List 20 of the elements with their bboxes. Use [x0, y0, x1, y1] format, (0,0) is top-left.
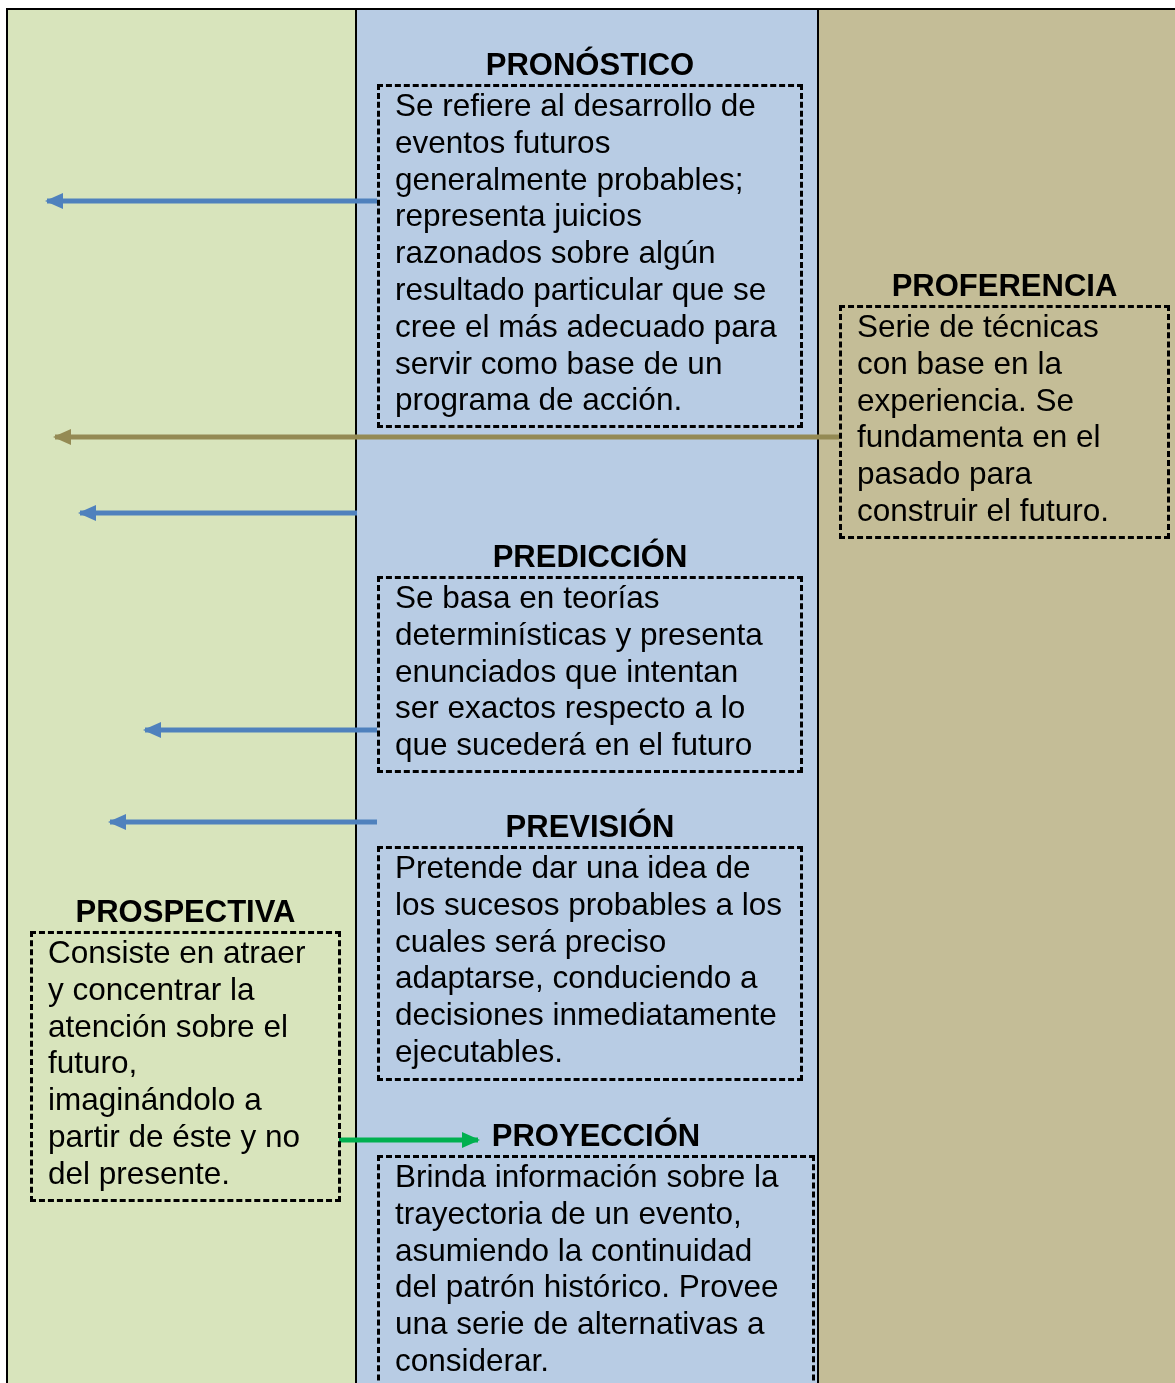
- box-heading: PROFERENCIA: [891, 267, 1118, 305]
- column-band: [6, 8, 357, 1383]
- arrow: [108, 814, 377, 830]
- column-band: [355, 8, 819, 1383]
- arrow: [143, 722, 377, 738]
- dashed-text-box: Se basa en teorías determinísticas y presenta enunciados que intentan ser exactos respecto a lo que sucederá en el futuro: [377, 576, 803, 773]
- box-heading: PROSPECTIVA: [75, 893, 296, 931]
- arrow: [45, 193, 377, 209]
- dashed-text-box: Consiste en atraer y concentrar la atención sobre el futuro, imaginándolo a partir de éste y no del presente.: [30, 931, 341, 1202]
- dashed-text-box: Se refiere al desarrollo de eventos futuros generalmente probables; representa juicios razonados sobre algún resultado particular que se cree el más adecuado para servir como base de un programa de acción.: [377, 84, 803, 428]
- box-heading: PREVISIÓN: [505, 808, 675, 846]
- box-heading: PRONÓSTICO: [485, 46, 695, 84]
- column-band: [817, 8, 1175, 1383]
- arrow: [78, 505, 357, 521]
- arrow: [339, 1132, 480, 1148]
- dashed-text-box: Serie de técnicas con base en la experiencia. Se fundamenta en el pasado para construir el futuro.: [839, 305, 1170, 539]
- arrow: [53, 429, 839, 445]
- box-heading: PROYECCIÓN: [491, 1117, 701, 1155]
- box-heading: PREDICCIÓN: [492, 538, 688, 576]
- dashed-text-box: Pretende dar una idea de los sucesos probables a los cuales será preciso adaptarse, conduciendo a decisiones inmediatamente ejecutables.: [377, 846, 803, 1081]
